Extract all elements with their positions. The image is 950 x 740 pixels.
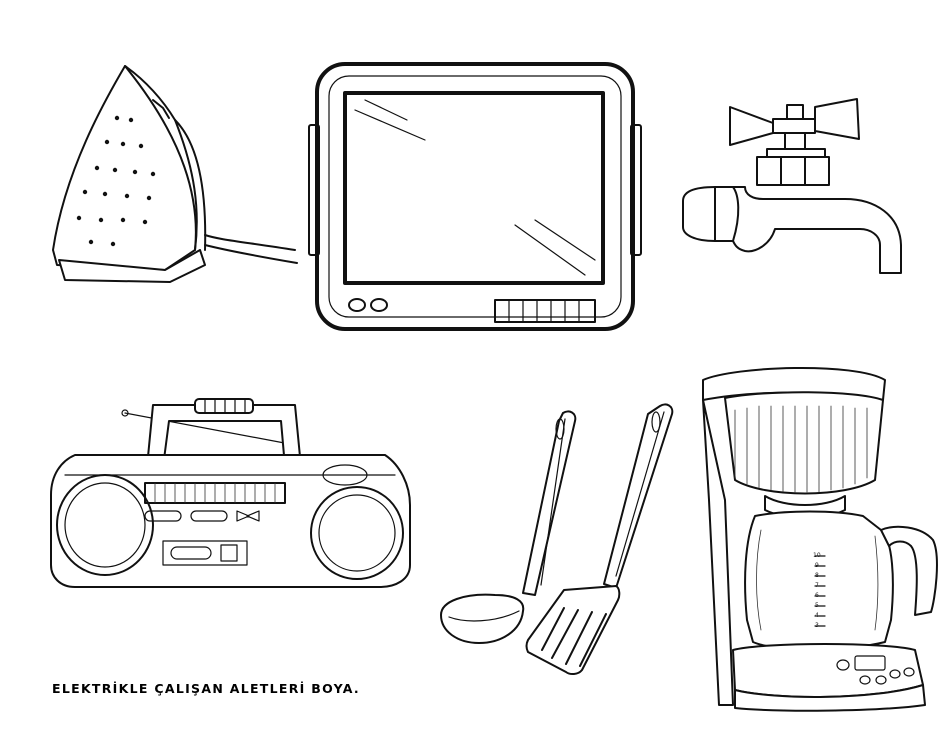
scale-label: 8 [815, 572, 819, 579]
iron-icon [45, 60, 305, 295]
coffee-maker-icon: 10 9 8 7 6 5 4 3 [695, 360, 945, 715]
instruction-caption: ELEKTRİKLE ÇALIŞAN ALETLERİ BOYA. [52, 681, 360, 696]
ladle-icon [435, 405, 585, 650]
scale-label: 9 [815, 562, 819, 569]
spatula-icon [520, 400, 685, 680]
faucet-icon [675, 95, 910, 280]
scale-label: 4 [815, 612, 819, 619]
scale-label: 3 [815, 622, 819, 629]
scale-label: 5 [815, 602, 819, 609]
tv-icon [305, 60, 645, 335]
scale-label: 10 [813, 552, 821, 559]
scale-label: 7 [815, 582, 819, 589]
radio-icon [45, 395, 420, 605]
scale-label: 6 [815, 592, 819, 599]
